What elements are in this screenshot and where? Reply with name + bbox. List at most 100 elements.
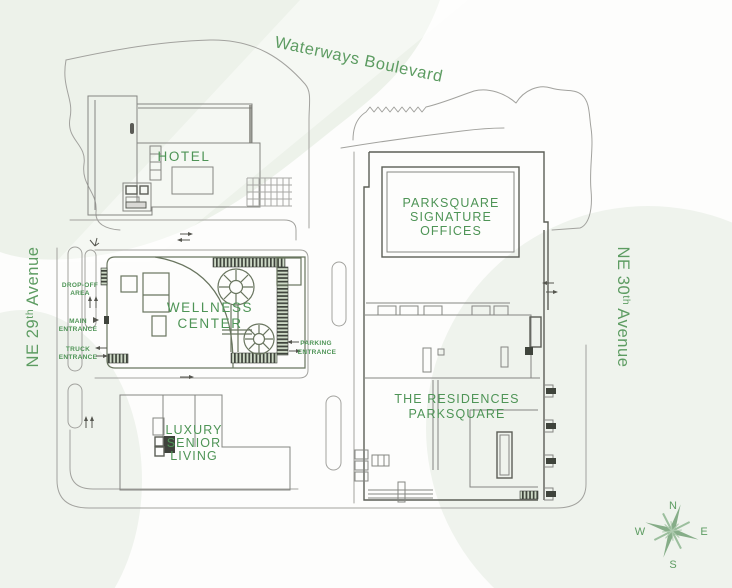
main-entrance-label-1: MAIN: [69, 318, 87, 325]
wellness-main-door: [104, 316, 109, 324]
hotel-building: [87, 95, 292, 216]
offices-label-2: SIGNATURE: [410, 210, 492, 224]
building-labels: HOTEL WELLNESS CENTER PARKSQUARE SIGNATU…: [157, 149, 518, 463]
parking-entrance-arrows: [287, 340, 301, 353]
dropoff-label-2: AREA: [70, 290, 90, 297]
dropoff-island-2: [84, 249, 97, 329]
parking-hatch-residences: [519, 490, 539, 500]
tree-canopy-1: [217, 268, 255, 306]
wellness-label-1: WELLNESS: [167, 300, 253, 315]
median-island-upper: [331, 261, 347, 327]
ne29-ordinal: th: [24, 309, 36, 319]
residences-service-boxes: [354, 449, 369, 482]
tree-symbol: [89, 237, 100, 247]
hotel-room-column: [149, 145, 162, 181]
street-edge-offices-north: [340, 127, 505, 149]
compass-west: W: [635, 526, 646, 538]
hotel-entry-dark: [130, 123, 134, 134]
senior-living-building: [119, 394, 291, 491]
landscape-blob-topleft: [0, 0, 440, 260]
main-entrance-arrow: [93, 317, 99, 323]
hotel-annex: [122, 182, 152, 212]
street-curb-senior: [69, 429, 299, 490]
wellness-room-3: [151, 315, 167, 337]
senior-court: [152, 417, 165, 436]
parksquare-complex: [354, 151, 556, 503]
residences-stairs: [368, 489, 433, 499]
hotel-label: HOTEL: [157, 149, 210, 164]
parking-hatch-bottom: [230, 352, 278, 364]
residences-balconies: [544, 384, 556, 501]
ne30-suffix: Avenue: [614, 308, 632, 367]
offices-label-3: OFFICES: [420, 224, 482, 238]
parking-hatch-bottomleft: [107, 353, 129, 364]
street-label-ne29: NE 29th Avenue: [24, 246, 42, 367]
median-island-lower: [325, 395, 342, 471]
dropoff-island-1: [67, 246, 83, 372]
street-loop-outer: [56, 247, 587, 509]
ne30-prefix: NE 30: [614, 246, 632, 295]
landscape-streak: [56, 0, 468, 262]
compass-south: S: [669, 559, 676, 571]
wellness-room-2: [120, 275, 138, 293]
wellness-bridge-lines: [222, 305, 252, 352]
senior-label-3: LIVING: [170, 449, 218, 463]
truck-entrance-arrows: [95, 346, 108, 358]
offices-label-1: PARKSQUARE: [403, 196, 500, 210]
hotel-trellis: [246, 177, 292, 207]
ne30-ordinal: th: [620, 295, 632, 305]
residences-core-2: [525, 347, 533, 355]
residences-core-1: [529, 316, 542, 348]
residences-pool-slot: [496, 431, 513, 479]
wellness-lobby: [276, 257, 302, 286]
dropoff-arrows: [88, 296, 98, 308]
parking-entrance-label-1: PARKING: [300, 340, 332, 347]
street-edge-boulevard: [65, 39, 311, 229]
offices-outer: [381, 166, 520, 258]
residences-upper-block: [365, 314, 542, 379]
complex-outline: [363, 151, 549, 501]
compass-rose: N E S W: [635, 500, 708, 571]
compass-star: [645, 504, 699, 558]
hotel-outline: [87, 95, 261, 216]
entry-arrows: [84, 232, 558, 428]
residences-lower-wing: [368, 380, 539, 503]
curb-island-3: [67, 383, 83, 429]
truck-entrance-label-1: TRUCK: [66, 346, 90, 353]
residences-label-2: PARKSQUARE: [409, 407, 506, 421]
senior-label-2: SENIOR: [167, 436, 222, 450]
ne29-prefix: NE 29: [24, 319, 42, 368]
hotel-core-dark: [249, 105, 252, 143]
street-edge-hotel-south: [69, 219, 297, 241]
residences-cart-rect: [371, 454, 390, 467]
landscape-blob-bottomleft: [0, 310, 142, 588]
main-entrance-label-2: ENTRANCE: [59, 326, 98, 333]
east-edge-arrows: [542, 281, 558, 294]
hotel-wing-divider: [94, 100, 258, 210]
dropoff-label-1: DROP-OFF: [62, 282, 98, 289]
senior-core-dark: [164, 436, 175, 453]
wellness-center-building: [100, 256, 306, 369]
parking-hatch-right: [276, 266, 289, 356]
street-edge-northeast: [352, 86, 593, 231]
wellness-footprint: [106, 256, 306, 369]
street-network: [56, 39, 593, 509]
compass-north: N: [669, 500, 677, 512]
street-edge-wellness-parcel: [94, 249, 309, 379]
tree-canopy-2: [243, 323, 275, 355]
senior-label-1: LUXURY: [165, 423, 222, 437]
street-label-ne30: NE 30thAvenue: [614, 246, 632, 367]
parking-hatch-top: [212, 257, 286, 268]
hotel-pool: [171, 166, 214, 195]
offices-inner: [386, 171, 515, 253]
annotation-labels: DROP-OFF AREA MAIN ENTRANCE TRUCK ENTRAN…: [59, 282, 337, 361]
wellness-room-1: [142, 272, 170, 313]
ne29-suffix: Avenue: [24, 246, 42, 305]
one-way-arrow-lower: [180, 375, 194, 379]
signature-offices-building: [381, 166, 520, 258]
truck-entrance-label-2: ENTRANCE: [59, 354, 98, 361]
senior-dividers: [162, 395, 196, 447]
